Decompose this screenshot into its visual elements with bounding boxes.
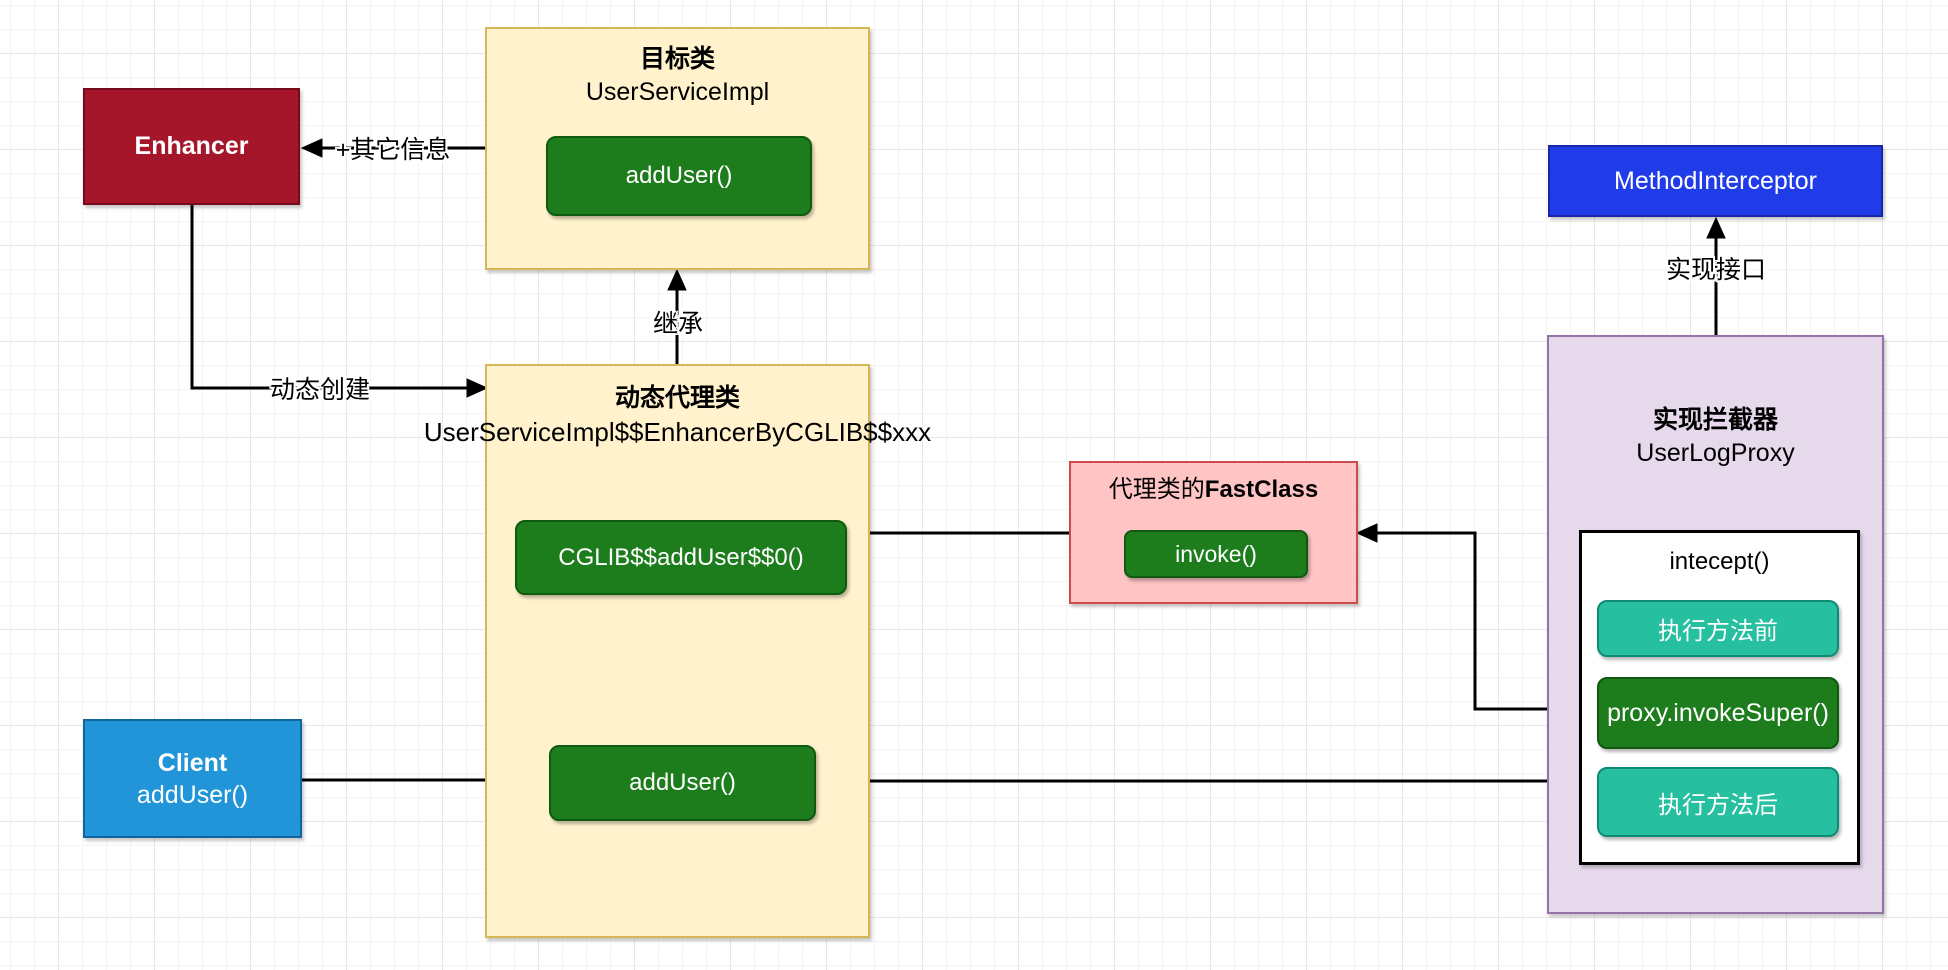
edge-label-other-info: +其它信息 <box>335 136 451 164</box>
step-after-method[interactable]: 执行方法后 <box>1597 767 1839 837</box>
proxy-class-title: 动态代理类 <box>614 384 740 412</box>
step-invoke-super[interactable]: proxy.invokeSuper() <box>1597 677 1839 749</box>
edge-label-dynamic-create: 动态创建 <box>269 376 371 404</box>
edge-label-inherit: 继承 <box>652 310 704 338</box>
client-method: addUser() <box>136 780 249 809</box>
target-class-node[interactable]: 目标类 UserServiceImpl addUser() <box>485 27 870 270</box>
fastclass-title: 代理类的FastClass <box>1108 476 1319 503</box>
client-node[interactable]: Client addUser() <box>83 719 302 838</box>
method-interceptor-node[interactable]: MethodInterceptor <box>1548 145 1883 217</box>
edge-label-implement-interface: 实现接口 <box>1665 256 1767 284</box>
intercept-method-box[interactable]: intecept() 执行方法前 proxy.invokeSuper() 执行方… <box>1579 530 1860 865</box>
interceptor-node[interactable]: 实现拦截器 UserLogProxy intecept() 执行方法前 prox… <box>1547 335 1884 914</box>
method-interceptor-label: MethodInterceptor <box>1614 166 1817 195</box>
enhancer-label: Enhancer <box>134 132 249 160</box>
intercept-method-title: intecept() <box>1669 548 1770 575</box>
interceptor-title: 实现拦截器 <box>1652 406 1778 434</box>
edge-fastclass-to-cglib-arrow[interactable] <box>847 523 1069 543</box>
step-before-method[interactable]: 执行方法前 <box>1597 600 1839 657</box>
proxy-cglib-adduser-method[interactable]: CGLIB$$addUser$$0() <box>515 520 847 595</box>
proxy-adduser-method[interactable]: addUser() <box>549 745 816 821</box>
enhancer-node[interactable]: Enhancer <box>83 88 300 205</box>
proxy-class-node[interactable]: 动态代理类 UserServiceImpl$$EnhancerByCGLIB$$… <box>424 364 931 938</box>
interceptor-class-name: UserLogProxy <box>1636 439 1795 467</box>
fastclass-invoke-method[interactable]: invoke() <box>1124 530 1308 578</box>
edge-dynamic-create-arrow[interactable] <box>190 205 489 398</box>
target-class-title: 目标类 <box>639 45 715 73</box>
edge-adduser-to-interceptor-arrow[interactable] <box>813 771 1577 791</box>
target-adduser-method[interactable]: addUser() <box>546 136 812 216</box>
proxy-class-name: UserServiceImpl$$EnhancerByCGLIB$$xxx <box>423 417 932 447</box>
client-title: Client <box>157 748 228 777</box>
target-class-name: UserServiceImpl <box>585 78 770 106</box>
fastclass-node[interactable]: 代理类的FastClass invoke() <box>1069 461 1358 604</box>
